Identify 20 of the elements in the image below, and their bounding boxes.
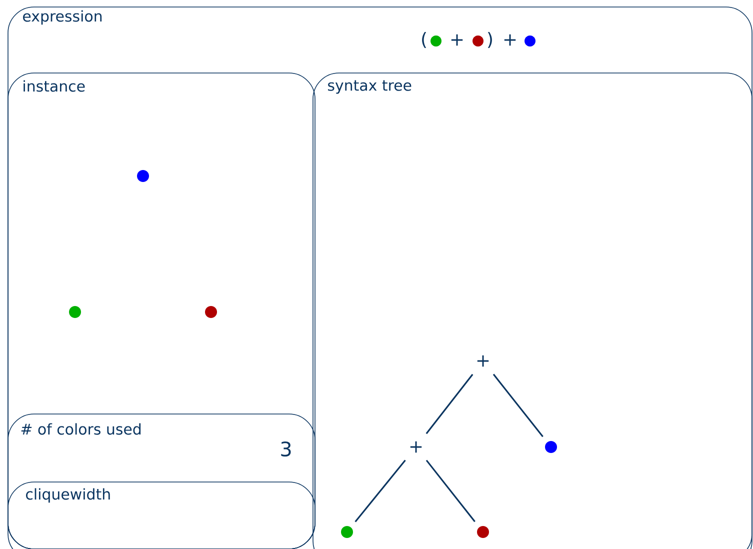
dot: [69, 306, 81, 318]
tree-line: [426, 374, 474, 434]
dot: [472, 36, 484, 46]
dot: [545, 441, 557, 453]
expression-symbol: +: [504, 34, 516, 46]
expression-symbol: +: [451, 34, 463, 46]
expression-symbol: (: [422, 32, 426, 48]
tree-line: [492, 374, 544, 438]
operator: +: [410, 441, 422, 453]
dot: [477, 526, 489, 538]
panel: cliquewidth: [8, 482, 316, 549]
dot: [341, 526, 353, 538]
expression-symbol: ): [488, 32, 492, 48]
dot: [524, 36, 536, 46]
operator: +: [477, 355, 489, 367]
tree-line: [426, 460, 476, 522]
dot: [137, 170, 149, 182]
tree-line: [354, 460, 406, 522]
dot: [205, 306, 217, 318]
dot: [430, 36, 442, 46]
